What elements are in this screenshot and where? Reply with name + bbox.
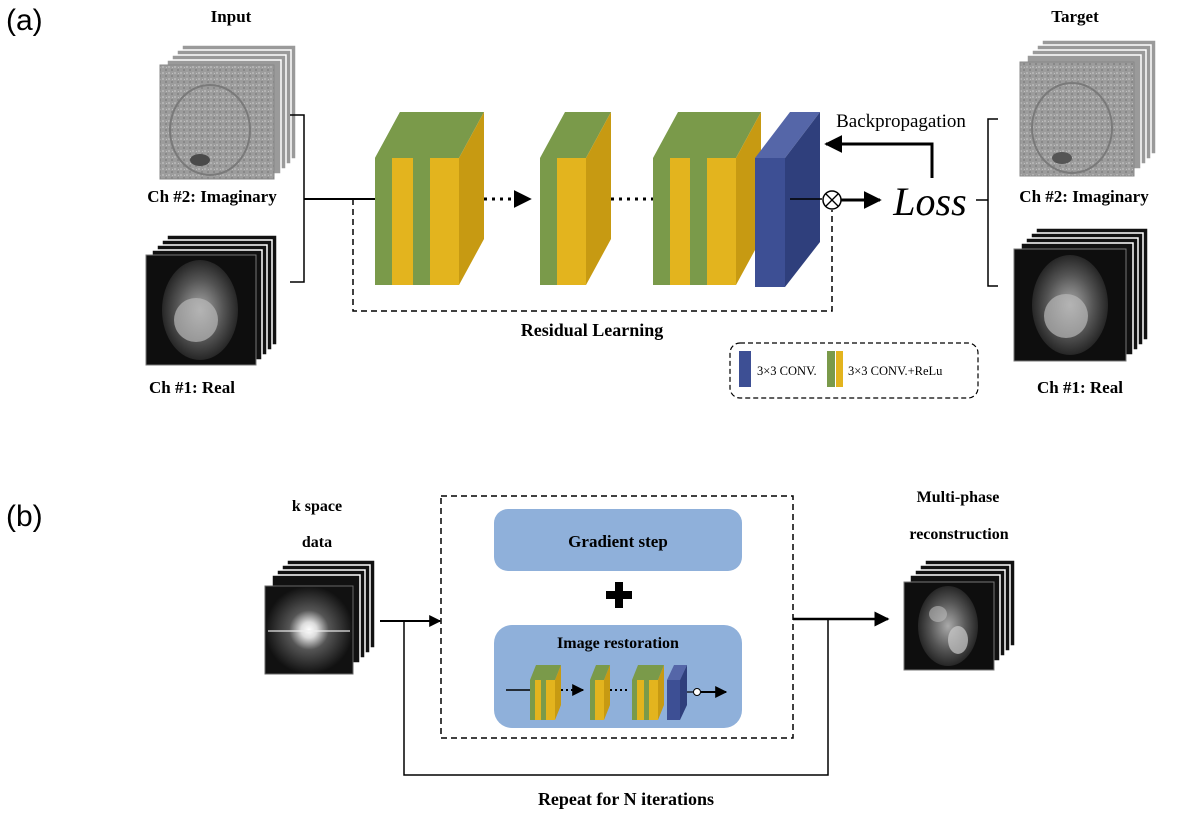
legend-conv-label: 3×3 CONV. xyxy=(757,364,817,378)
panel-a-tag: (a) xyxy=(6,4,43,37)
mini-network xyxy=(506,665,728,720)
input-imaginary-stack xyxy=(159,44,297,180)
reconstruction-stack xyxy=(903,559,1016,671)
kspace-line2: data xyxy=(302,534,332,551)
legend: 3×3 CONV. 3×3 CONV.+ReLu xyxy=(729,342,979,399)
iteration-loop xyxy=(403,619,829,776)
target-ch1-label: Ch #1: Real xyxy=(1037,378,1123,397)
panel-b-tag: (b) xyxy=(6,500,43,533)
backprop-label: Backpropagation xyxy=(836,111,966,132)
conv-relu-layer-2 xyxy=(413,112,484,285)
target-bracket xyxy=(987,118,998,287)
target-ch2-label: Ch #2: Imaginary xyxy=(1019,187,1149,206)
repeat-label: Repeat for N iterations xyxy=(538,789,714,809)
target-imaginary-stack xyxy=(1019,39,1157,177)
target-title: Target xyxy=(1051,7,1099,26)
kspace-stack xyxy=(264,559,376,675)
image-restoration-label: Image restoration xyxy=(557,635,679,652)
loss-label: Loss xyxy=(892,179,966,224)
output-line2: reconstruction xyxy=(909,526,1008,543)
backprop-arrow xyxy=(824,135,934,178)
elementwise-op-icon xyxy=(822,190,842,210)
kspace-line1: k space xyxy=(292,498,342,515)
legend-conv-relu-label: 3×3 CONV.+ReLu xyxy=(848,364,943,378)
plus-icon xyxy=(606,582,632,608)
output-line1: Multi-phase xyxy=(917,489,1000,506)
iteration-box xyxy=(440,495,794,739)
legend-relu-swatch-yellow xyxy=(836,351,843,387)
input-ch2-label: Ch #2: Imaginary xyxy=(147,187,277,206)
input-ch1-label: Ch #1: Real xyxy=(149,378,235,397)
gradient-step-box xyxy=(494,509,742,571)
conv-relu-layer-3 xyxy=(540,112,611,285)
legend-conv-swatch xyxy=(739,351,751,387)
input-title: Input xyxy=(211,7,252,26)
residual-label: Residual Learning xyxy=(521,320,664,340)
legend-relu-swatch-green xyxy=(827,351,835,387)
input-real-stack xyxy=(145,234,278,366)
residual-path xyxy=(352,199,833,312)
target-real-stack xyxy=(1013,227,1149,362)
gradient-step-label: Gradient step xyxy=(568,532,668,551)
conv-relu-layer-5 xyxy=(690,112,761,285)
